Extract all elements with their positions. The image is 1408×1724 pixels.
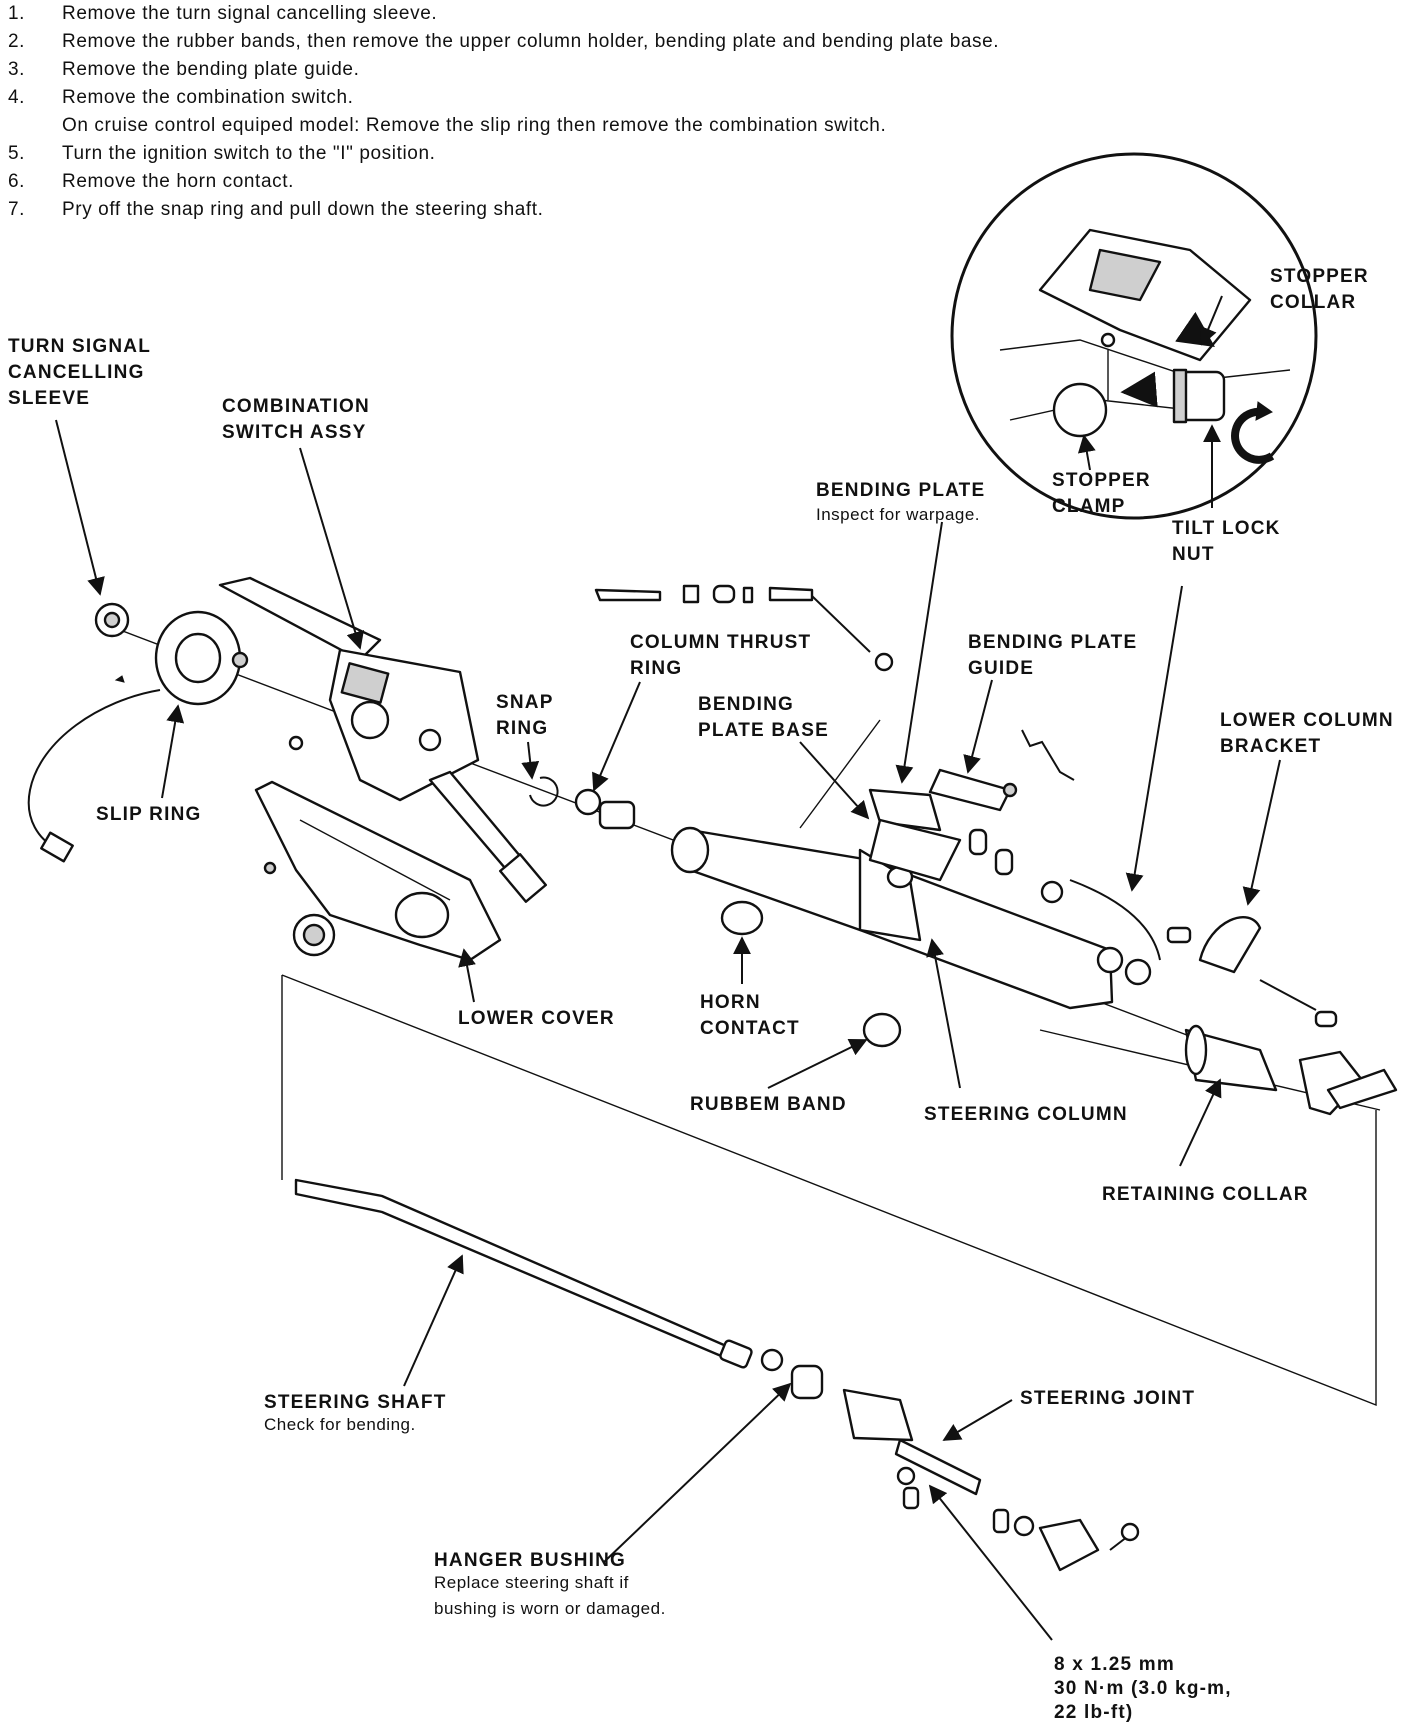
slip-ring-part <box>27 610 249 863</box>
steering-shaft-part <box>294 1178 753 1369</box>
label-lower-column-bracket: LOWER COLUMN BRACKET <box>1220 710 1400 757</box>
lower-cover-part <box>254 780 502 962</box>
step-number: 7. <box>8 199 26 220</box>
step-text: Turn the ignition switch to the "I" posi… <box>62 143 436 164</box>
procedure-steps: 1. Remove the turn signal cancelling slee… <box>8 0 1248 224</box>
parts-drawings <box>27 576 1398 1572</box>
step-text: Remove the turn signal cancelling sleeve… <box>62 3 438 24</box>
label-bending-plate-guide: BENDING PLATE GUIDE <box>968 632 1144 679</box>
step-text: Remove the combination switch. <box>62 87 354 108</box>
label-torque-spec: 8 x 1.25 mm 30 N·m (3.0 kg-m, 22 lb-ft) <box>1054 1654 1238 1723</box>
step-number: 6. <box>8 171 26 192</box>
label-turn-signal-sleeve: TURN SIGNAL CANCELLING SLEEVE <box>8 336 157 409</box>
label-bending-plate-base: BENDING PLATE BASE <box>698 694 829 741</box>
tilt-lock-parts <box>1069 879 1161 986</box>
rubber-band-part <box>862 1012 902 1048</box>
label-horn-contact: HORN CONTACT <box>700 992 800 1039</box>
label-combination-switch: COMBINATION SWITCH ASSY <box>222 396 376 443</box>
label-snap-ring: SNAP RING <box>496 692 560 739</box>
step-number: 3. <box>8 59 26 80</box>
step-text: Remove the bending plate guide. <box>62 59 360 80</box>
note-steering-shaft: Check for bending. <box>264 1415 416 1434</box>
label-steering-column: STEERING COLUMN <box>924 1104 1128 1125</box>
note-hanger-bushing: Replace steering shaft if bushing is wor… <box>434 1573 666 1618</box>
step-number: 4. <box>8 87 26 108</box>
step-6: 6. Remove the horn contact. <box>8 168 1248 196</box>
step-text: Pry off the snap ring and pull down the … <box>62 199 544 220</box>
horn-contact-part <box>720 900 764 936</box>
label-bending-plate: BENDING PLATE <box>816 480 985 501</box>
cancelling-sleeve-part <box>94 602 130 638</box>
step-number: 5. <box>8 143 26 164</box>
step-4: 4. Remove the combination switch. <box>8 84 1248 112</box>
step-number: 2. <box>8 31 26 52</box>
label-rubber-band: RUBBEM BAND <box>690 1094 847 1115</box>
step-1: 1. Remove the turn signal cancelling slee… <box>8 0 1248 28</box>
step-note-text: On cruise control equiped model: Remove … <box>62 115 887 136</box>
note-bending-plate: Inspect for warpage. <box>816 505 980 524</box>
step-5: 5. Turn the ignition switch to the "I" po… <box>8 140 1248 168</box>
label-steering-shaft: STEERING SHAFT <box>264 1392 447 1413</box>
step-4-note: On cruise control equiped model: Remove … <box>8 112 1248 140</box>
retaining-collar-part <box>1184 979 1398 1116</box>
label-hanger-bushing: HANGER BUSHING <box>434 1550 626 1571</box>
label-stopper-clamp: STOPPER CLAMP <box>1052 470 1157 517</box>
hanger-bushing-part <box>760 1348 824 1400</box>
step-2: 2. Remove the rubber bands, then remove t… <box>8 28 1248 56</box>
part-labels: TURN SIGNAL CANCELLING SLEEVE COMBINATIO… <box>8 266 1400 1723</box>
label-steering-joint: STEERING JOINT <box>1020 1388 1195 1409</box>
step-number: 1. <box>8 3 26 24</box>
column-thrust-ring-part <box>574 788 636 830</box>
step-text: Remove the horn contact. <box>62 171 294 192</box>
steering-column-part <box>670 826 1114 1010</box>
step-7: 7. Pry off the snap ring and pull down th… <box>8 196 1248 224</box>
tilt-lock-detail-inset <box>950 152 1318 520</box>
tilt-lever-bolt-part <box>594 584 894 672</box>
label-lower-cover: LOWER COVER <box>458 1008 615 1029</box>
label-slip-ring: SLIP RING <box>96 804 201 825</box>
leader-arrows <box>55 295 1281 1641</box>
step-text: Remove the rubber bands, then remove the… <box>62 31 1000 52</box>
steering-joint-part <box>842 1388 1140 1572</box>
lower-column-bracket-part <box>1166 916 1262 974</box>
label-tilt-lock-nut: TILT LOCK NUT <box>1172 518 1287 565</box>
combination-switch-part <box>218 576 548 903</box>
label-stopper-collar: STOPPER COLLAR <box>1270 266 1375 313</box>
snap-ring-part <box>529 776 559 807</box>
step-3: 3. Remove the bending plate guide. <box>8 56 1248 84</box>
label-retaining-collar: RETAINING COLLAR <box>1102 1184 1309 1205</box>
bending-plates-part <box>868 729 1075 904</box>
label-column-thrust-ring: COLUMN THRUST RING <box>630 632 818 679</box>
